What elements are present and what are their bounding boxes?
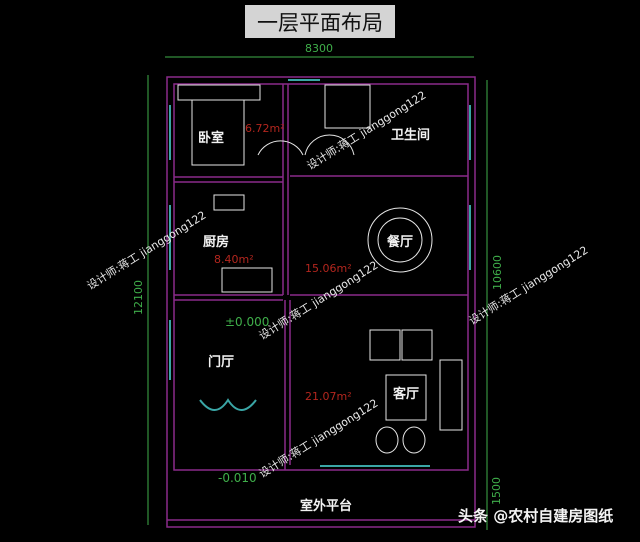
brand-watermark: 头条 @农村自建房图纸: [458, 507, 614, 525]
watermark: 设计师:蒋工 jianggong122: [467, 244, 591, 328]
dim-right-terrace: 1500: [490, 477, 503, 505]
walls: [166, 76, 476, 528]
furniture: [177, 84, 463, 454]
level-outdoor: -0.010: [218, 471, 257, 485]
windows: [169, 79, 471, 467]
area-bedroom: 6.72m²: [245, 122, 285, 135]
room-bedroom: 卧室: [198, 130, 224, 146]
watermark: 设计师:蒋工 jianggong122: [85, 209, 209, 293]
room-living: 客厅: [393, 386, 419, 402]
dimension-lines: [147, 56, 488, 530]
room-terrace: 室外平台: [300, 498, 352, 514]
dim-top: 8300: [305, 42, 333, 55]
dim-left: 12100: [132, 280, 145, 315]
room-dining: 餐厅: [386, 234, 413, 250]
area-dining: 15.06m²: [305, 262, 352, 275]
area-kitchen: 8.40m²: [214, 253, 254, 266]
room-kitchen: 厨房: [203, 234, 229, 250]
watermark: 设计师:蒋工 jianggong122: [257, 397, 381, 481]
dim-right-main: 10600: [491, 255, 504, 290]
plan-title: 一层平面布局: [245, 5, 395, 38]
area-living: 21.07m²: [305, 390, 352, 403]
room-bathroom: 卫生间: [391, 127, 430, 143]
level-indoor: ±0.000: [225, 315, 269, 329]
room-foyer: 门厅: [208, 354, 234, 370]
